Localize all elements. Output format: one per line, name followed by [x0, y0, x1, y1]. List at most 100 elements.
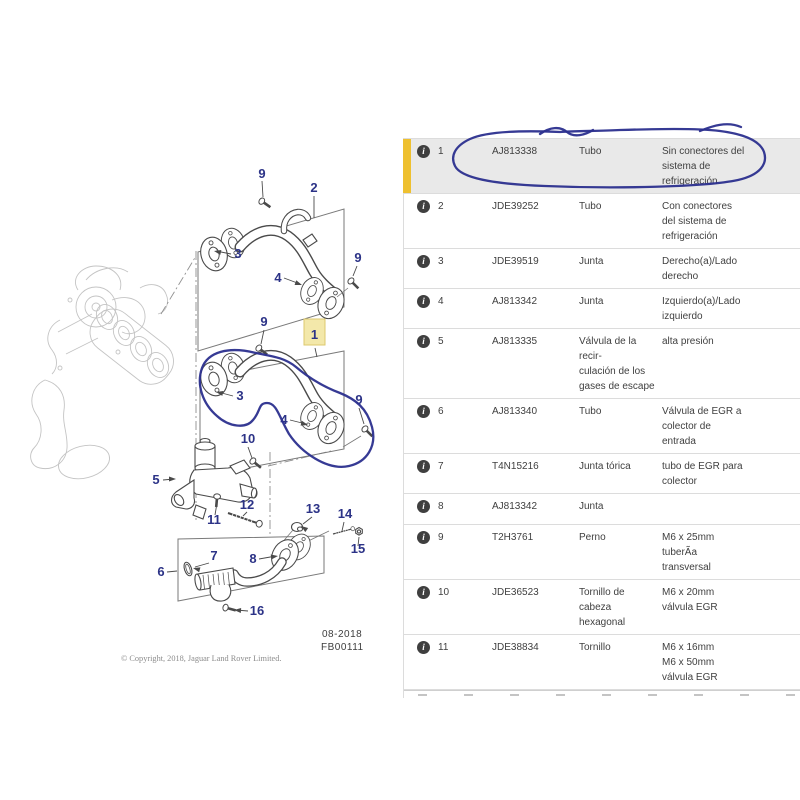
part-description	[662, 499, 800, 520]
table-row[interactable]: i 4 AJ813342 Junta Izquierdo(a)/Lado izq…	[404, 289, 800, 329]
info-icon[interactable]: i	[417, 641, 430, 654]
row-number: 5	[438, 336, 444, 347]
item-1-highlight-label	[303, 318, 326, 346]
downpipe-6	[183, 529, 316, 615]
info-icon[interactable]: i	[417, 200, 430, 213]
row-highlight-bar	[403, 139, 411, 193]
part-description: M6 x 25mm tuberÃa transversal	[662, 532, 715, 573]
part-type: Válvula de la recir- culación de los gas…	[579, 336, 655, 392]
row-number: 2	[438, 201, 444, 212]
table-row[interactable]: i 6 AJ813340 Tubo Válvula de EGR a colec…	[404, 399, 800, 454]
callout-numbers: 9 2 3 4 9 9 1 3 4 9 10 5 11 12 13 14 15 …	[152, 166, 365, 618]
callout-9-mid: 9	[260, 314, 267, 329]
table-row[interactable]: i 8 AJ813342 Junta	[404, 494, 800, 525]
row-number: 3	[438, 256, 444, 267]
info-icon-glyph: i	[422, 642, 425, 652]
info-icon[interactable]: i	[417, 145, 430, 158]
info-icon[interactable]: i	[417, 405, 430, 418]
info-icon-glyph: i	[422, 532, 425, 542]
info-icon[interactable]: i	[417, 335, 430, 348]
info-icon-glyph: i	[422, 587, 425, 597]
info-icon-glyph: i	[422, 146, 425, 156]
info-icon[interactable]: i	[417, 586, 430, 599]
info-icon[interactable]: i	[417, 295, 430, 308]
part-number: JDE38834	[492, 642, 539, 653]
egr-valve-5	[170, 437, 265, 529]
fasteners-13-14-15	[279, 521, 363, 546]
part-type: Tubo	[579, 146, 602, 157]
callout-5: 5	[152, 472, 159, 487]
part-type: Tornillo de cabeza hexagonal	[579, 587, 626, 628]
table-row[interactable]: i 9 T2H3761 Perno M6 x 25mm tuberÃa tran…	[404, 525, 800, 580]
callout-15: 15	[351, 541, 365, 556]
date-code: 08-2018	[322, 629, 362, 640]
reference-lines	[160, 251, 332, 535]
egr-tube-1	[196, 342, 377, 449]
part-number: AJ813338	[492, 146, 538, 157]
callout-9-lower-right: 9	[355, 392, 362, 407]
table-row[interactable]: i 11 JDE38834 Tornillo M6 x 16mm M6 x 50…	[404, 635, 800, 690]
info-icon-glyph: i	[422, 461, 425, 471]
callout-13: 13	[306, 501, 320, 516]
row-number: 6	[438, 406, 444, 417]
copyright-text: © Copyright, 2018, Jaguar Land Rover Lim…	[121, 654, 281, 663]
callout-10: 10	[241, 431, 255, 446]
callout-9-top: 9	[258, 166, 265, 181]
part-type: Junta tórica	[579, 461, 631, 472]
part-number: AJ813340	[492, 406, 538, 417]
info-icon[interactable]: i	[417, 460, 430, 473]
row-number: 4	[438, 296, 444, 307]
row-number: 11	[438, 642, 449, 653]
part-type: Junta	[579, 501, 604, 512]
part-number: JDE36523	[492, 587, 539, 598]
row-number: 10	[438, 587, 450, 598]
callout-7: 7	[210, 548, 217, 563]
part-description: M6 x 16mm M6 x 50mm válvula EGR	[662, 642, 718, 683]
info-icon-glyph: i	[422, 336, 425, 346]
callout-3-upper: 3	[234, 246, 241, 261]
callout-14: 14	[338, 506, 353, 521]
table-row[interactable]: i 5 AJ813335 Válvula de la recir- culaci…	[404, 329, 800, 399]
part-description: tubo de EGR para colector	[662, 461, 743, 487]
info-icon[interactable]: i	[417, 500, 430, 513]
box-item-1	[199, 350, 345, 478]
part-type: Perno	[579, 532, 606, 543]
part-number: JDE39519	[492, 256, 539, 267]
part-description: Con conectores del sistema de refrigerac…	[662, 201, 733, 242]
table-row-partial	[404, 690, 800, 698]
callout-9-upper-right: 9	[354, 250, 361, 265]
table-row[interactable]: i 2 JDE39252 Tubo Con conectores del sis…	[404, 194, 800, 249]
row-number: 7	[438, 461, 444, 472]
row-number: 8	[438, 501, 444, 512]
table-row[interactable]: i 3 JDE39519 Junta Derecho(a)/Lado derec…	[404, 249, 800, 289]
callout-2: 2	[310, 180, 317, 195]
callout-3-lower: 3	[236, 388, 243, 403]
info-icon-glyph: i	[422, 406, 425, 416]
table-row[interactable]: i 7 T4N15216 Junta tórica tubo de EGR pa…	[404, 454, 800, 494]
table-row[interactable]: i 1 AJ813338 Tubo Sin conectores del sis…	[403, 139, 800, 194]
info-icon[interactable]: i	[417, 255, 430, 268]
box-item-2	[197, 208, 345, 352]
callout-8: 8	[249, 551, 256, 566]
part-description: alta presión	[662, 336, 714, 347]
row-number: 9	[438, 532, 444, 543]
pen-squiggle-top	[538, 126, 595, 137]
pen-circle-diagram-item-1	[198, 349, 375, 468]
part-type: Junta	[579, 256, 604, 267]
table-row[interactable]: i 10 JDE36523 Tornillo de cabeza hexagon…	[404, 580, 800, 635]
figure-code: FB00111	[321, 642, 364, 653]
part-number: AJ813342	[492, 296, 538, 307]
info-icon[interactable]: i	[417, 531, 430, 544]
part-number: AJ813335	[492, 336, 538, 347]
callout-12: 12	[240, 497, 254, 512]
leader-lines	[162, 180, 365, 613]
part-description: Válvula de EGR a colector de entrada	[662, 406, 742, 447]
part-type: Tornillo	[579, 642, 611, 653]
engine-assembly-sketch	[30, 265, 174, 480]
info-icon-glyph: i	[422, 256, 425, 266]
part-description: Derecho(a)/Lado derecho	[662, 256, 738, 282]
part-type: Junta	[579, 296, 604, 307]
callout-4-lower: 4	[280, 412, 288, 427]
part-type: Tubo	[579, 201, 602, 212]
